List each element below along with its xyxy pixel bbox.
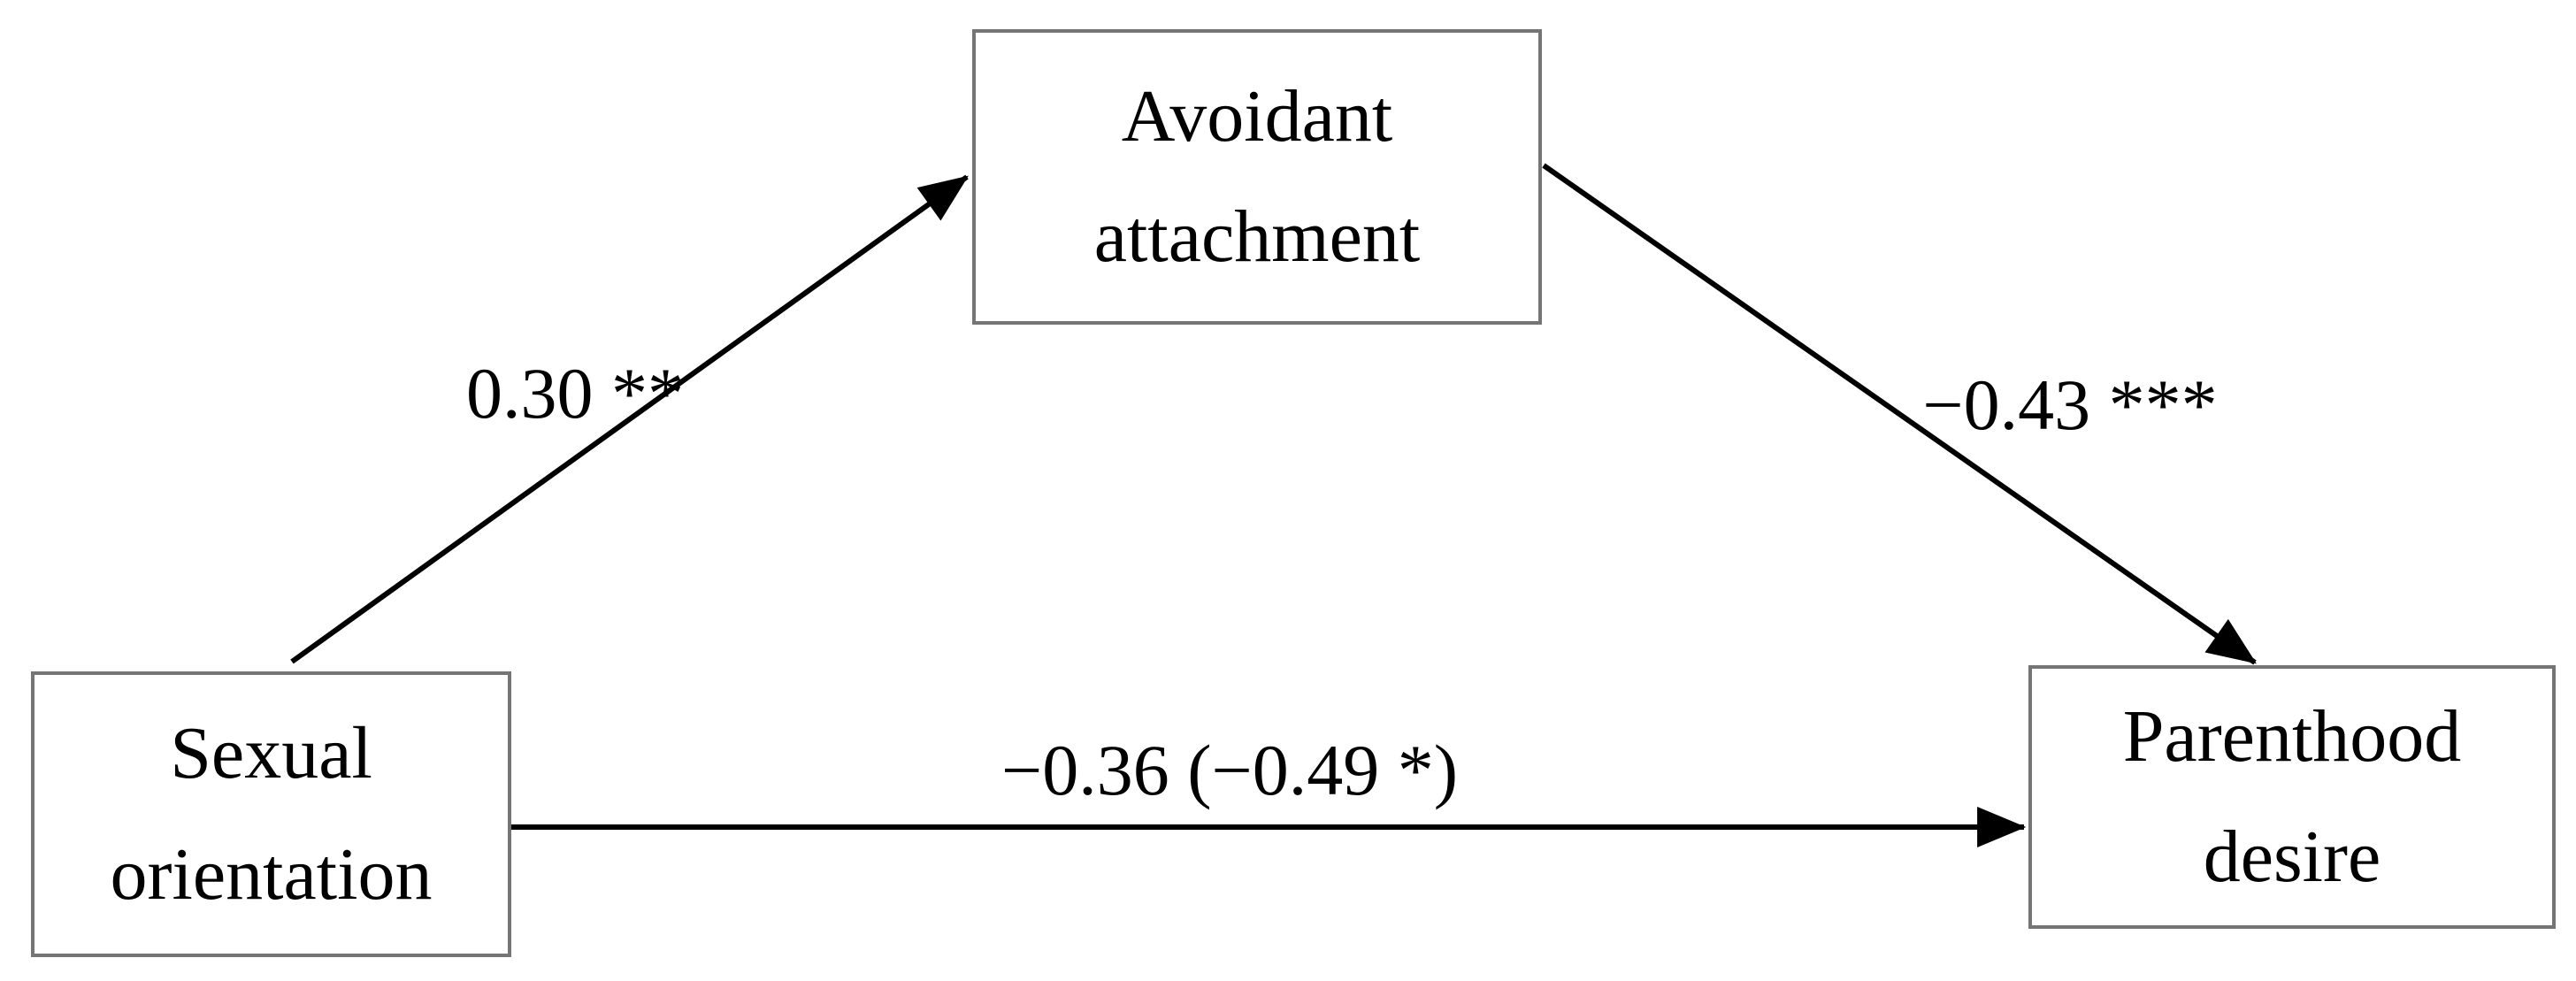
path-coefficient-a-label: 0.30 ** [466,353,684,433]
node-sexual-orientation: Sexual orientation [31,671,511,957]
node-parenthood-desire-line2: desire [2203,816,2381,898]
arrow-mediator-to-outcome [1542,163,2257,665]
path-coefficient-c-label: −0.36 (−0.49 *) [1000,730,1459,810]
node-avoidant-attachment: Avoidant attachment [972,29,1542,325]
node-sexual-orientation-line2: orientation [110,832,433,916]
path-coefficient-b-label: −0.43 *** [1922,364,2218,445]
node-parenthood-desire-line1: Parenthood [2122,694,2462,778]
node-avoidant-attachment-line2: attachment [1093,195,1421,278]
node-sexual-orientation-line1: Sexual [170,712,372,795]
node-avoidant-attachment-line1: Avoidant [1121,74,1393,157]
arrow-predictor-to-mediator [290,174,969,664]
node-parenthood-desire: Parenthood desire [2028,665,2556,929]
